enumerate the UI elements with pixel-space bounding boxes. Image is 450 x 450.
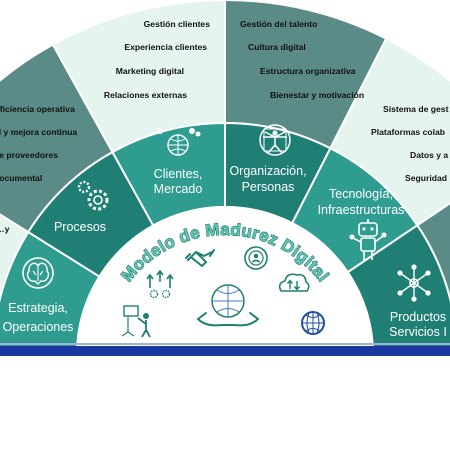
center-semicircle: Modelo de Madurez Digital [75, 206, 375, 356]
brain-icon [22, 257, 54, 289]
gears-icon [77, 180, 109, 211]
outer-item-clientes-2: Marketing digital [116, 66, 184, 76]
outer-item-clientes-1: Experiencia clientes [124, 42, 207, 52]
worldwide-web-icon [301, 311, 325, 335]
binary-globe-hands-icon [197, 284, 259, 327]
segment-title-estrategia: Operaciones [3, 320, 74, 334]
outer-item-estrategia-0: …y [0, 224, 10, 234]
outer-item-procesos-1: al y mejora continua [0, 127, 77, 137]
inner-ring: Estrategia,OperacionesProcesosClientes,M… [0, 121, 450, 356]
segment-title-procesos: Procesos [54, 220, 106, 234]
bottom-bar-line [0, 343, 450, 345]
outer-item-tecnologia-2: Datos y a [410, 150, 448, 160]
cloud-transfer-icon [278, 273, 310, 292]
outer-item-organizacion-2: Estructura organizativa [260, 66, 356, 76]
segment-title-estrategia: Estrategia, [8, 301, 68, 315]
segment-title-productos: Productos [390, 310, 446, 324]
segment-title-tecnologia: Tecnología, [329, 187, 393, 201]
globe-people-icon [157, 128, 201, 156]
robot-icon [349, 219, 387, 260]
outer-item-tecnologia-1: Plataformas colab [371, 127, 445, 137]
segment-title-tecnologia: Infraestructuras [318, 203, 405, 217]
presenter-icon [121, 305, 151, 338]
outer-item-organizacion-1: Cultura digital [248, 42, 306, 52]
outer-item-clientes-3: Relaciones externas [104, 90, 187, 100]
vitruvian-man-icon [259, 124, 291, 156]
center-semicircle-fill [75, 206, 375, 356]
outer-item-tecnologia-3: Seguridad [405, 173, 447, 183]
segment-title-clientes: Mercado [154, 182, 203, 196]
segment-title-organizacion: Personas [242, 180, 295, 194]
outer-item-procesos-3: documental [0, 173, 42, 183]
bottom-bar [0, 346, 450, 356]
handshake-icon [185, 249, 215, 268]
segment-title-organizacion: Organización, [229, 164, 306, 178]
outer-item-tecnologia-0: Sistema de gest [383, 104, 449, 114]
outer-ring: …y Eficiencia operativa al y mejora contin… [0, 0, 450, 299]
outer-item-organizacion-3: Bienestar y motivación [270, 90, 364, 100]
outer-item-procesos-0: Eficiencia operativa [0, 104, 75, 114]
outer-item-organizacion-0: Gestión del talento [240, 19, 317, 29]
outer-item-procesos-2: de proveedores [0, 150, 58, 160]
arrows-network-icon [146, 269, 174, 299]
segment-title-clientes: Clientes, [154, 167, 203, 181]
segment-title-productos: Servicios I [389, 325, 447, 339]
outer-item-clientes-0: Gestión clientes [144, 19, 211, 29]
target-person-icon [244, 246, 268, 270]
network-icon [397, 264, 431, 302]
